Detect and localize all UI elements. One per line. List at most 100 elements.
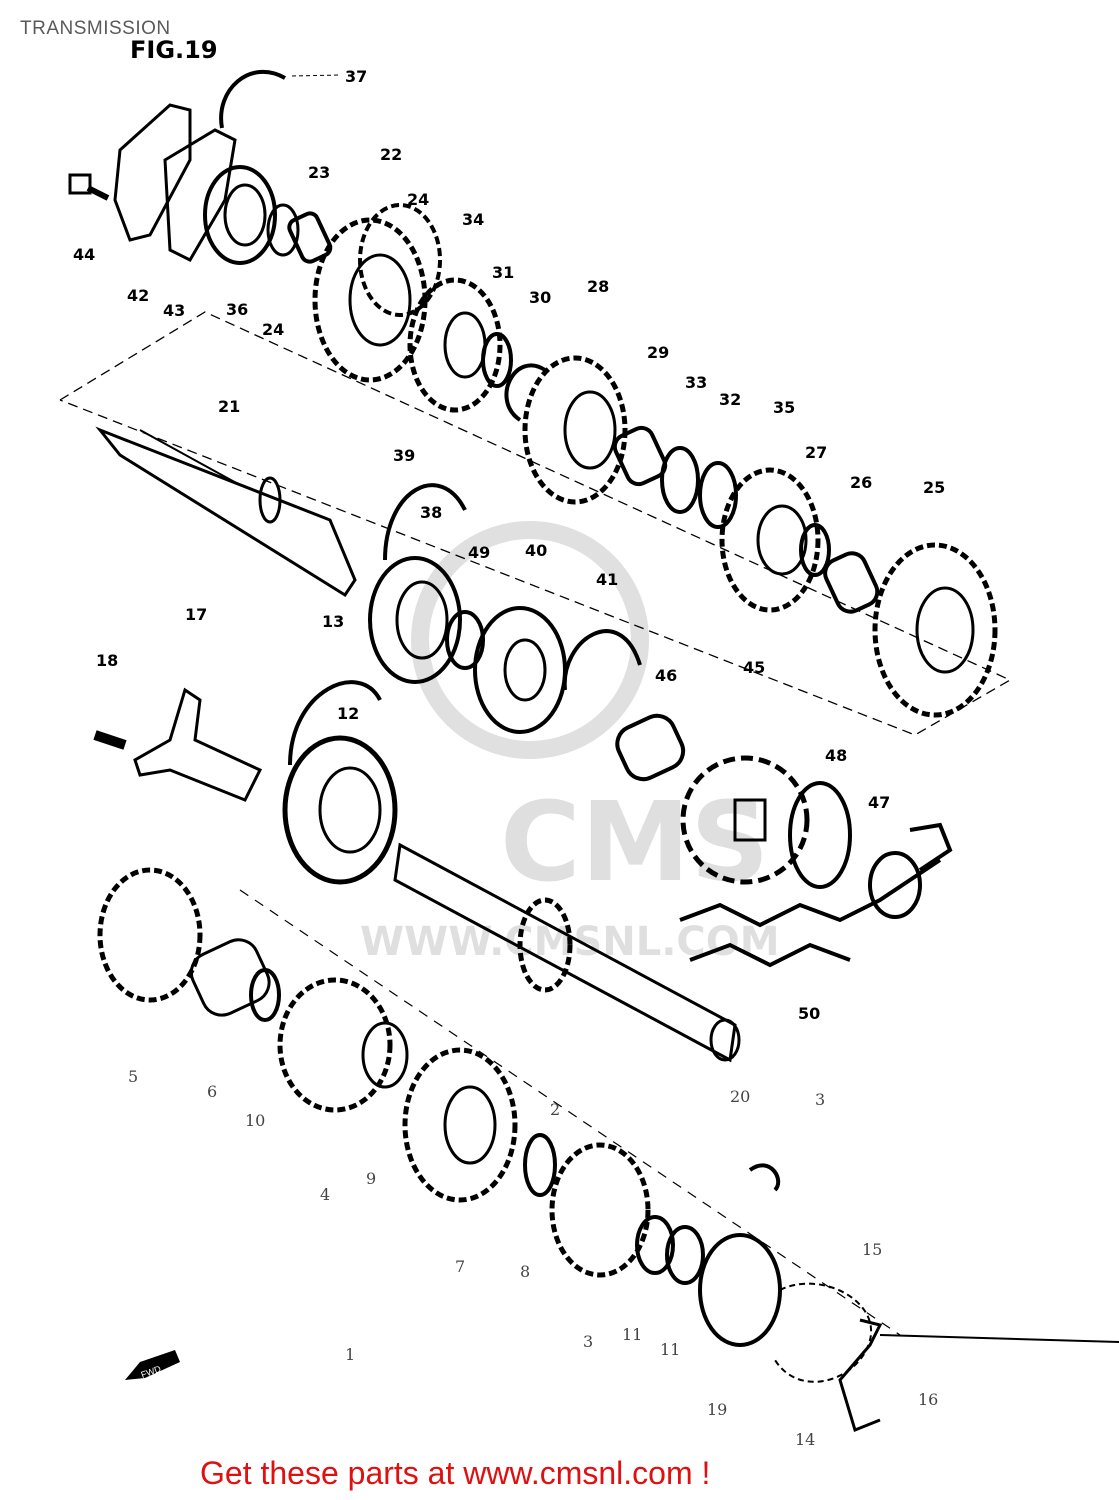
washer-24 — [266, 203, 300, 257]
callout-3-upper: 3 — [815, 1090, 825, 1109]
cover-plate-42 — [113, 103, 192, 242]
callout-39: 39 — [393, 446, 415, 465]
callout-22: 22 — [380, 145, 402, 164]
oil-seal-40 — [473, 606, 567, 734]
washer-10 — [249, 968, 281, 1022]
oring-49 — [445, 610, 485, 670]
callout-27: 27 — [805, 443, 827, 462]
circlip-37 — [219, 70, 286, 129]
callout-29: 29 — [647, 343, 669, 362]
cover-19 — [774, 1282, 873, 1383]
circlip-13 — [288, 680, 382, 766]
fwd-arrow: FWD — [125, 1350, 180, 1380]
callout-45: 45 — [743, 658, 765, 677]
page-title: TRANSMISSION — [20, 18, 171, 39]
callout-2: 2 — [550, 1100, 560, 1119]
callout-48: 48 — [825, 746, 847, 765]
callout-26: 26 — [850, 473, 872, 492]
gear-22 — [312, 203, 442, 383]
bolt-18 — [93, 730, 127, 750]
callout-12: 12 — [337, 704, 359, 723]
gear-7 — [402, 1047, 518, 1203]
gear-9 — [517, 897, 573, 993]
spacer-46 — [615, 713, 686, 782]
callout-50: 50 — [798, 1004, 820, 1023]
cmsnl-parts-link[interactable]: Get these parts at www.cmsnl.com ! — [200, 1455, 711, 1491]
cmsnl-watermark: CMS WWW.CMSNL.COM — [360, 521, 780, 965]
callout-3: 3 — [583, 1332, 593, 1351]
callout-11b: 11 — [660, 1340, 680, 1359]
callout-23: 23 — [308, 163, 330, 182]
sprocket-45 — [680, 755, 810, 885]
bushing-27 — [799, 523, 831, 577]
bearing-12 — [282, 735, 398, 885]
callout-16: 16 — [918, 1390, 938, 1409]
callout-44: 44 — [73, 245, 95, 264]
gear-8 — [549, 1142, 651, 1278]
bearing-38 — [368, 556, 462, 684]
callout-36: 36 — [226, 300, 248, 319]
callout-37: 37 — [345, 67, 367, 86]
callout-17: 17 — [185, 605, 207, 624]
callout-20: 20 — [730, 1087, 750, 1106]
callout-13: 13 — [322, 612, 344, 631]
nut-47 — [868, 851, 922, 919]
exploded-transmission-diagram: CMS WWW.CMSNL.COM — [59, 67, 1119, 1449]
circlip-20 — [748, 1163, 781, 1192]
callout-31: 31 — [492, 263, 514, 282]
fork-16 — [838, 1318, 883, 1433]
callout-43: 43 — [163, 301, 185, 320]
callout-10: 10 — [245, 1111, 265, 1130]
callout-8: 8 — [520, 1262, 530, 1281]
retainer-plate-43 — [163, 128, 237, 262]
circlip-39 — [383, 483, 467, 561]
bushing-6 — [189, 938, 271, 1017]
needle-bearing-23 — [287, 211, 333, 264]
callout-5: 5 — [128, 1067, 138, 1086]
bushing-9b — [523, 1133, 557, 1197]
leader-37 — [291, 74, 341, 77]
gear-5 — [97, 867, 203, 1003]
callout-7: 7 — [455, 1257, 465, 1276]
bushing-31 — [481, 332, 513, 388]
circlip-41 — [562, 629, 642, 691]
callout-25: 25 — [923, 478, 945, 497]
callout-9: 9 — [366, 1169, 376, 1188]
callout-24: 24 — [407, 190, 429, 209]
bolt-44 — [68, 173, 110, 201]
callout-21: 21 — [218, 397, 240, 416]
watermark-brand: CMS — [500, 778, 769, 906]
reference-line — [879, 1334, 1119, 1343]
callout-30: 30 — [529, 288, 551, 307]
washer-33 — [660, 446, 700, 514]
callout-labels: 37 22 23 24 34 31 30 28 29 33 32 35 27 2… — [73, 67, 945, 1449]
callout-35: 35 — [773, 398, 795, 417]
callout-40: 40 — [525, 541, 547, 560]
lock-washer-48 — [788, 781, 852, 889]
gear-4 — [277, 977, 409, 1113]
callout-4: 4 — [320, 1185, 330, 1204]
callout-49: 49 — [468, 543, 490, 562]
drive-chain-50 — [679, 822, 953, 968]
callout-1: 1 — [345, 1345, 355, 1364]
callout-32: 32 — [719, 390, 741, 409]
washer-3 — [635, 1215, 705, 1285]
callout-34: 34 — [462, 210, 484, 229]
callout-14: 14 — [795, 1430, 815, 1449]
gear-25 — [872, 542, 998, 718]
gear-35 — [719, 467, 821, 613]
bearing-36 — [203, 165, 277, 265]
callout-19: 19 — [707, 1400, 727, 1419]
bushing-29 — [612, 425, 668, 487]
callout-33: 33 — [685, 373, 707, 392]
plate-11 — [698, 1233, 782, 1347]
bushing-26 — [823, 551, 880, 614]
driveshaft-2 — [393, 842, 741, 1063]
countershaft-21 — [95, 426, 357, 598]
countershaft-group-outline — [59, 311, 1012, 736]
figure-title: FIG.19 — [130, 36, 218, 64]
callout-24b: 24 — [262, 320, 284, 339]
callout-28: 28 — [587, 277, 609, 296]
callout-42: 42 — [127, 286, 149, 305]
shift-fork-17 — [133, 687, 263, 802]
